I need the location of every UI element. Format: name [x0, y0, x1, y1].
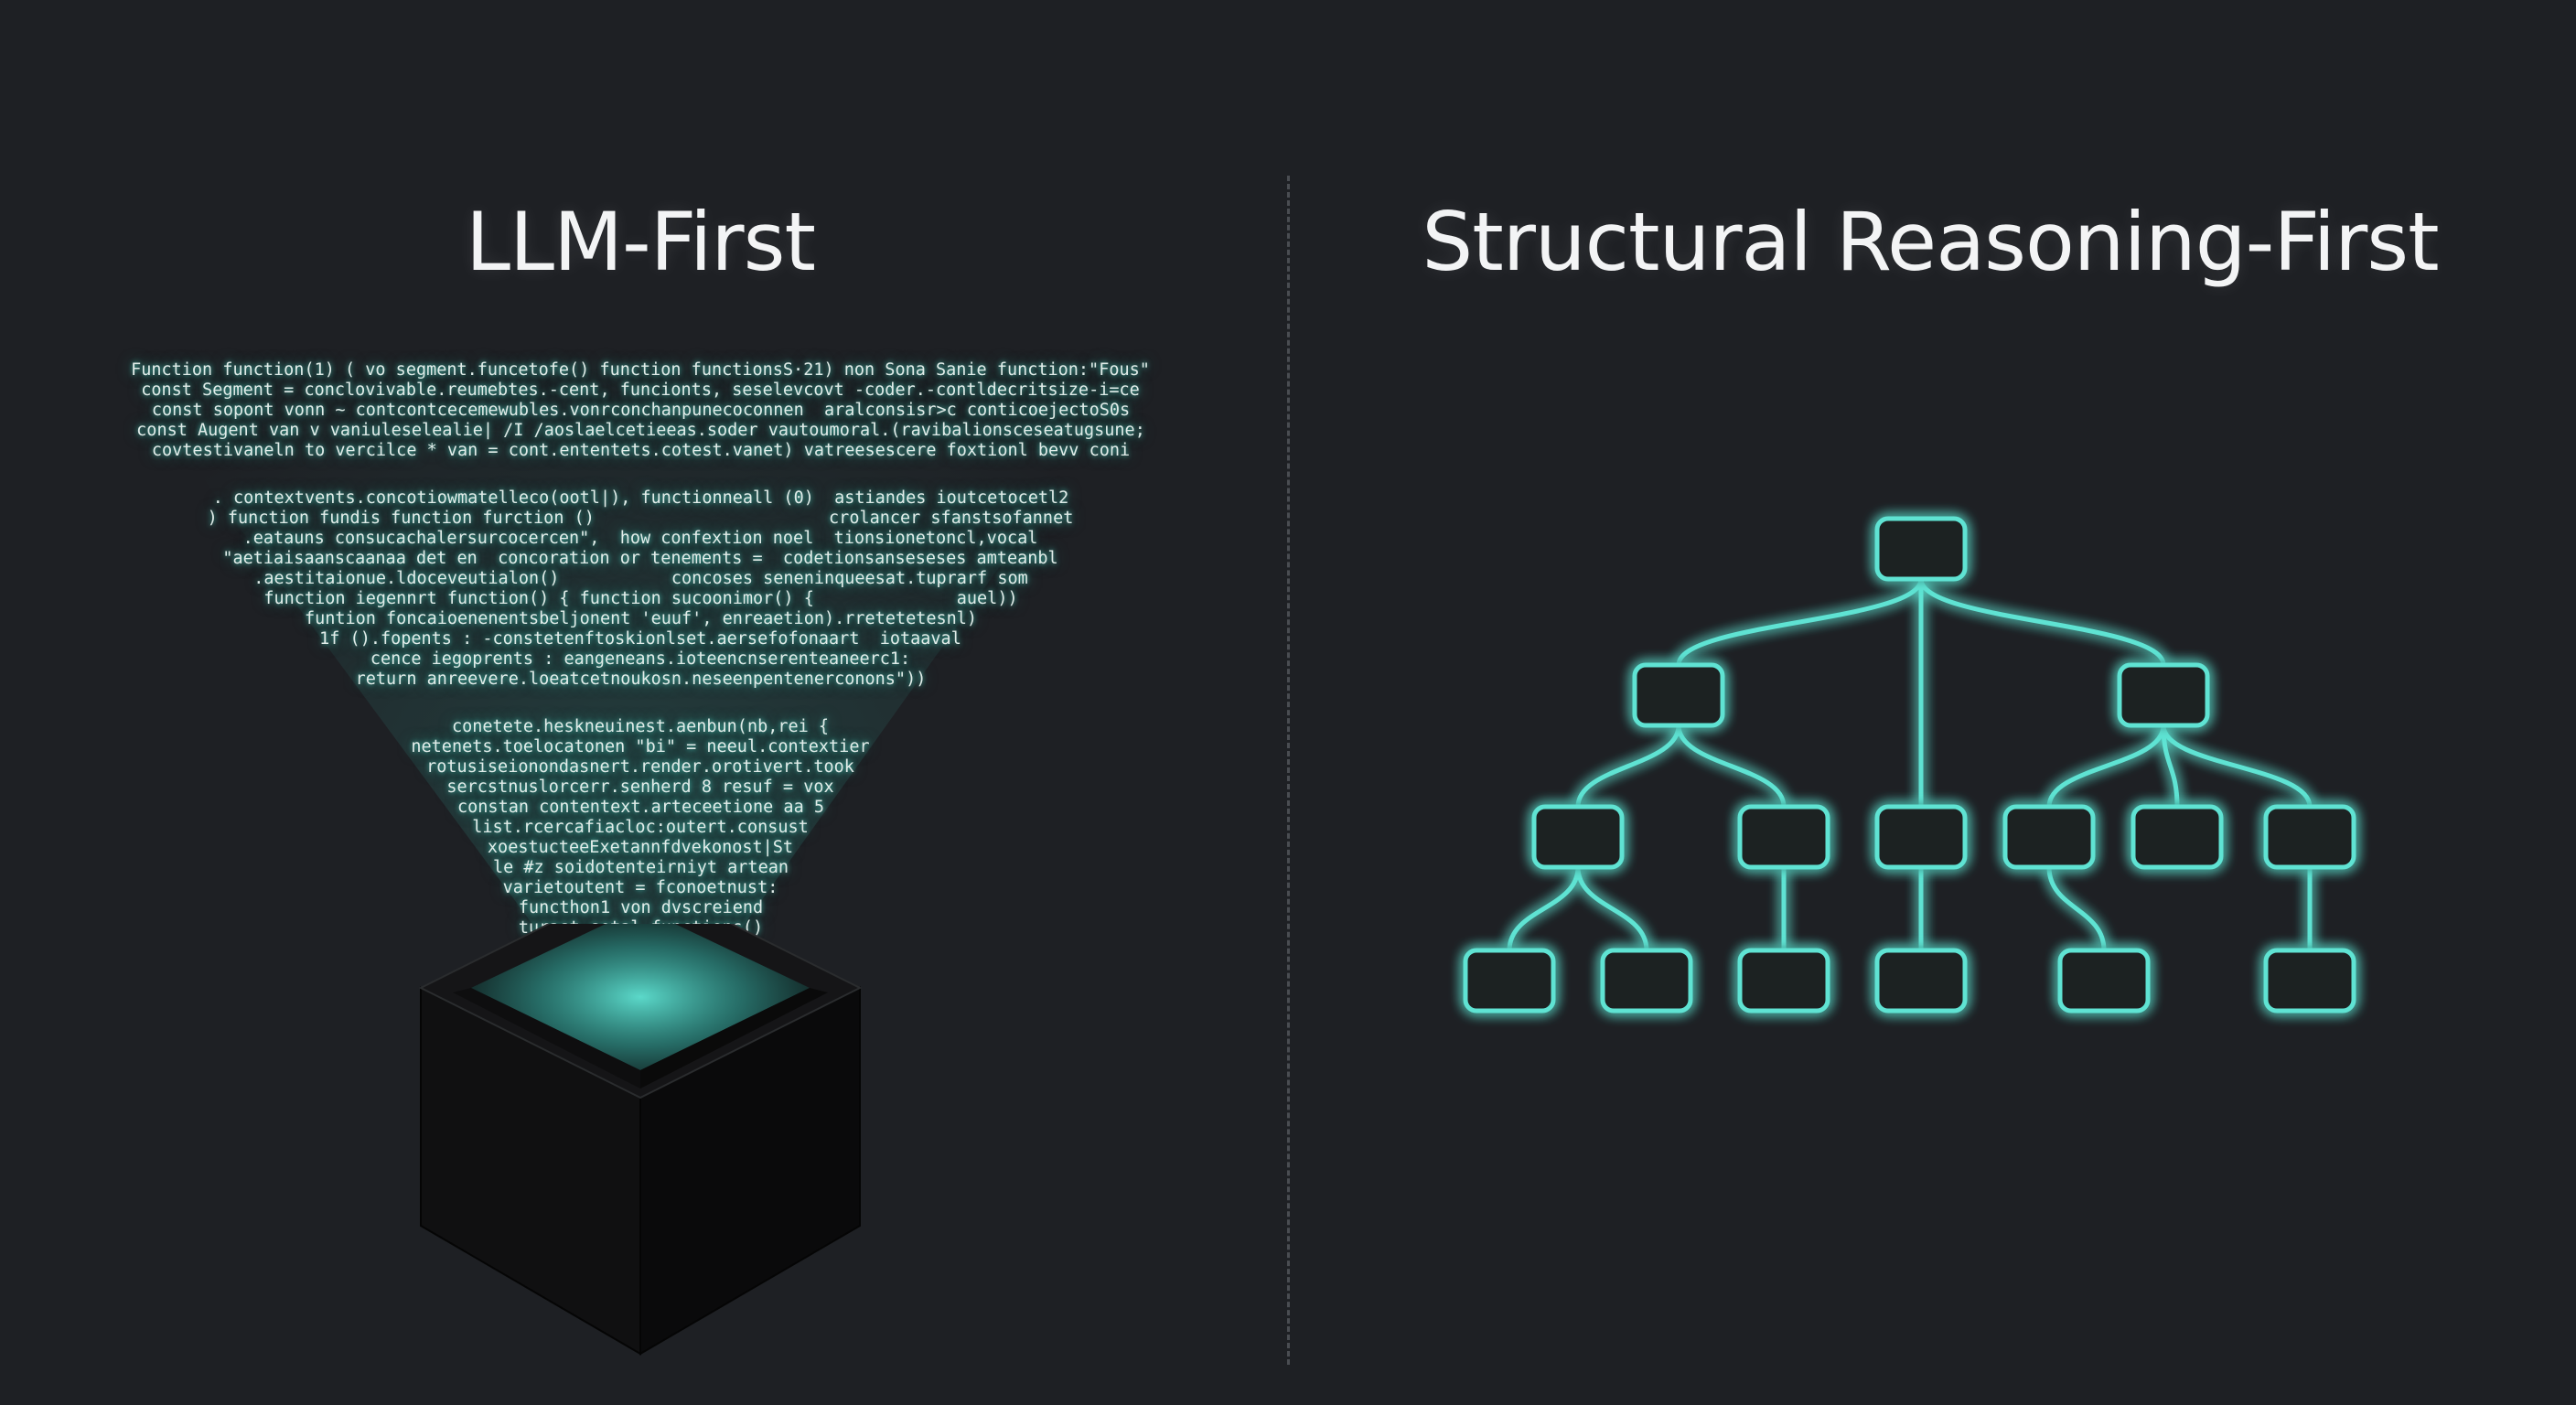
code-line: .aestitaionue.ldoceveutialon() concoses …: [253, 569, 1028, 588]
tree-edge: [2161, 723, 2313, 810]
panel-divider: [1287, 176, 1290, 1365]
code-line: le #z soidotenteirniyt artean: [492, 858, 789, 877]
tree-node-f1: [2263, 948, 2356, 1014]
tree-edge: [1575, 723, 1681, 810]
code-line: . contextvents.concotiowmatelleco(ootl|)…: [212, 488, 1069, 508]
code-line: cence iegoprents : eangeneans.ioteencnse…: [370, 649, 911, 669]
tree-edge: [1918, 576, 2166, 668]
code-line: functhon1 von dvscreiend: [518, 898, 764, 917]
tree-edge: [2046, 864, 2107, 953]
code-line: .eatauns consucachalersurcocercen", how …: [242, 529, 1038, 548]
tree-node-l1: [1632, 662, 1725, 728]
tree-edge: [1507, 864, 1581, 953]
box-glowing-opening: [471, 924, 810, 1070]
tree-edge: [2161, 723, 2180, 810]
code-line: 1f ().fopents : -constetenftoskionlset.a…: [319, 629, 961, 649]
tree-node-e1: [2057, 948, 2151, 1014]
code-line: const sopont vonn ~ contcontcecemewubles…: [151, 401, 1131, 420]
tree-node-c1: [1874, 948, 1968, 1014]
tree-node-c: [1874, 804, 1968, 870]
code-line: xoestucteeExetannfdvekonost|St: [487, 838, 794, 857]
code-line: covtestivaneln to vercilce * van = cont.…: [151, 441, 1131, 460]
tree-edges: [1507, 576, 2313, 953]
code-line: "aetiaisaanscaanaa det en concoration or…: [222, 549, 1058, 568]
code-line: constan contentext.arteceetione aa 5: [457, 798, 824, 817]
tree-diagram: [1463, 516, 2356, 1014]
code-line: const Augent van v vaniuleselealie| /I /…: [136, 421, 1145, 440]
tree-edge: [2046, 723, 2166, 810]
code-line: Function function(1) ( vo segment.funcet…: [131, 360, 1150, 380]
tree-node-e: [2131, 804, 2224, 870]
tree-node-a: [1531, 804, 1625, 870]
black-box-container: [418, 924, 863, 1356]
tree-node-f: [2263, 804, 2356, 870]
tree-node-b: [1737, 804, 1830, 870]
box-inner-wall: [453, 988, 640, 1089]
structural-reasoning-first-title: Structural Reasoning-First: [1422, 195, 2439, 289]
tree-node-a2: [1600, 948, 1693, 1014]
code-line: function iegennrt function() { function …: [263, 589, 1018, 608]
code-line: sercstnuslorcerr.senherd 8 resuf = vox: [446, 778, 834, 797]
code-line: list.rcercafiacloc:outert.consust: [472, 818, 809, 837]
code-line: return anreevere.loeatcetnoukosn.neseenp…: [355, 670, 927, 689]
code-line: const Segment = conclovivable.reumebtes.…: [141, 381, 1140, 400]
tree-node-a1: [1463, 948, 1556, 1014]
tree-node-b1: [1737, 948, 1830, 1014]
tree-nodes: [1463, 516, 2356, 1014]
tree-node-d: [2002, 804, 2096, 870]
code-line: conetete.heskneuinest.aenbun(nb,rei {: [451, 717, 830, 736]
llm-first-title: LLM-First: [466, 195, 816, 289]
tree-edge: [1676, 723, 1787, 810]
code-line: netenets.toelocatonen "bi" = neeul.conte…: [411, 737, 870, 756]
code-line: rotusiseionondasnert.render.orotivert.to…: [426, 757, 854, 777]
tree-edge: [1575, 864, 1649, 953]
code-line: ) function fundis function furction () c…: [207, 509, 1074, 528]
code-line: funtion foncaioenenentsbeljonent 'euuf',…: [304, 609, 978, 628]
tree-node-r1: [2117, 662, 2210, 728]
tree-edge: [1676, 576, 1924, 668]
tree-node-root: [1874, 516, 1968, 582]
code-line: varietoutent = fconoetnust:: [502, 878, 778, 897]
box-inner-wall-right: [640, 988, 828, 1089]
